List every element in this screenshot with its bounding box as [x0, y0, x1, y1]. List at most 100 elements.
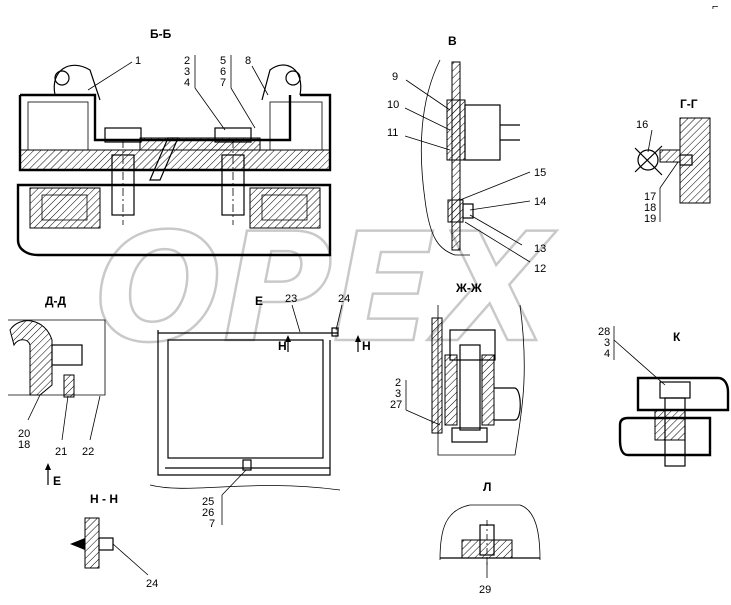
corner-mark: ⌐ — [712, 1, 718, 13]
label-27: 27 — [390, 399, 402, 411]
section-gg-title: Г-Г — [680, 97, 698, 111]
e-leader-24 — [335, 304, 343, 331]
gg-leader-17 — [659, 161, 679, 189]
gg-seal-clip — [634, 145, 663, 176]
label-18b: 18 — [18, 439, 30, 451]
zhzh-leader-2 — [405, 409, 441, 426]
zhzh-hatch-left — [444, 354, 458, 426]
label-2: 2 — [184, 55, 190, 67]
label-6: 6 — [220, 66, 226, 78]
section-nn: Н - Н 24 — [70, 492, 158, 590]
e-glass — [167, 339, 324, 459]
bb-lower-right-hole — [261, 194, 308, 221]
label-29: 29 — [479, 584, 491, 596]
zhzh-break-outline — [437, 304, 525, 456]
dd-seal-profile — [9, 320, 53, 396]
view-l-title: Л — [483, 480, 491, 494]
label-20: 20 — [18, 428, 30, 440]
e-bottom-clip — [242, 459, 252, 471]
label-16: 16 — [636, 119, 648, 131]
bb-lower-right-hatch — [249, 187, 321, 229]
v-leader-12 — [464, 221, 531, 263]
v-lower-rivet — [462, 203, 474, 219]
bb-upper-hatch — [139, 137, 261, 151]
label-21: 21 — [55, 446, 67, 458]
e-outer-frame — [157, 330, 331, 476]
bb-left-seal — [53, 64, 101, 101]
dd-view-arrow-head — [45, 463, 51, 470]
label-24b: 24 — [146, 578, 158, 590]
l-break-outline — [439, 504, 541, 561]
bb-right-seal-ring — [285, 70, 301, 86]
k-lower-channel — [618, 416, 712, 457]
bb-right-seal — [261, 64, 302, 101]
dd-glass-edge — [51, 344, 83, 366]
label-17: 17 — [644, 191, 656, 203]
label-4: 4 — [184, 77, 190, 89]
bb-left-seal-ring — [54, 70, 70, 86]
k-upper-channel — [636, 376, 730, 412]
zhzh-channel — [494, 387, 521, 421]
e-leader-25 — [221, 469, 247, 496]
view-v-title: В — [448, 34, 457, 48]
section-dd-title: Д-Д — [45, 294, 67, 308]
v-lower-clamp — [447, 199, 464, 223]
label-25: 25 — [202, 496, 214, 508]
bb-leader-1 — [87, 61, 133, 91]
bb-lower-left-hatch — [29, 187, 101, 229]
label-24: 24 — [338, 293, 350, 305]
label-8: 8 — [245, 55, 251, 67]
label-10: 10 — [387, 99, 399, 111]
bb-leader-8 — [251, 65, 269, 96]
label-14: 14 — [534, 196, 546, 208]
section-zhzh: Ж-Ж 2 3 27 — [390, 281, 525, 456]
section-dd: Д-Д 20 18 21 22 Е — [8, 294, 106, 488]
label-28: 28 — [598, 326, 610, 338]
nn-rivet-point — [70, 538, 85, 550]
view-k-title: К — [673, 330, 681, 344]
dd-view-arrow-label: Е — [53, 474, 61, 488]
e-arrow-h1-head — [285, 335, 291, 342]
label-9: 9 — [392, 71, 398, 83]
section-zhzh-title: Ж-Ж — [455, 281, 482, 295]
zhzh-bolt — [459, 344, 481, 431]
section-gg: Г-Г 16 17 18 19 — [634, 97, 711, 225]
gg-wall — [679, 117, 711, 204]
label-11: 11 — [387, 127, 398, 139]
v-leader-9 — [405, 79, 451, 111]
bb-upper-channel — [20, 93, 292, 142]
view-k: К 28 3 4 — [598, 326, 730, 467]
v-leader-11 — [404, 135, 451, 151]
v-nut — [464, 104, 501, 161]
section-bb-title: Б-Б — [150, 27, 172, 41]
v-leader-14 — [469, 200, 531, 211]
k-bolt-shank — [664, 397, 686, 467]
section-nn-title: Н - Н — [90, 492, 118, 506]
label-7: 7 — [220, 77, 226, 89]
e-arrow-h2-label: Н — [362, 339, 371, 353]
dd-clip — [63, 374, 75, 398]
e-break-line — [149, 484, 341, 491]
zhzh-upper-block — [449, 329, 496, 361]
label-23: 23 — [285, 293, 297, 305]
nn-leader-24 — [112, 543, 149, 576]
v-leader-13 — [469, 214, 523, 246]
section-bb: Б-Б 1 2 3 4 5 6 — [16, 27, 332, 257]
label-22: 22 — [82, 446, 94, 458]
label-7b: 7 — [209, 518, 215, 530]
e-arrow-h2-head — [355, 335, 361, 342]
bb-leader-2 — [194, 87, 226, 131]
gg-rivet — [679, 154, 693, 166]
dd-frame — [8, 319, 106, 396]
dd-leader-20 — [27, 394, 41, 421]
zhzh-hatch-right — [481, 354, 495, 426]
zhzh-left-wall — [431, 317, 443, 434]
label-15: 15 — [534, 167, 546, 179]
bb-right-cavity — [269, 101, 323, 151]
v-leader-15 — [459, 171, 531, 201]
label-3b: 3 — [395, 388, 401, 400]
gg-leader-16 — [647, 129, 653, 153]
dd-leader-22 — [89, 395, 101, 441]
